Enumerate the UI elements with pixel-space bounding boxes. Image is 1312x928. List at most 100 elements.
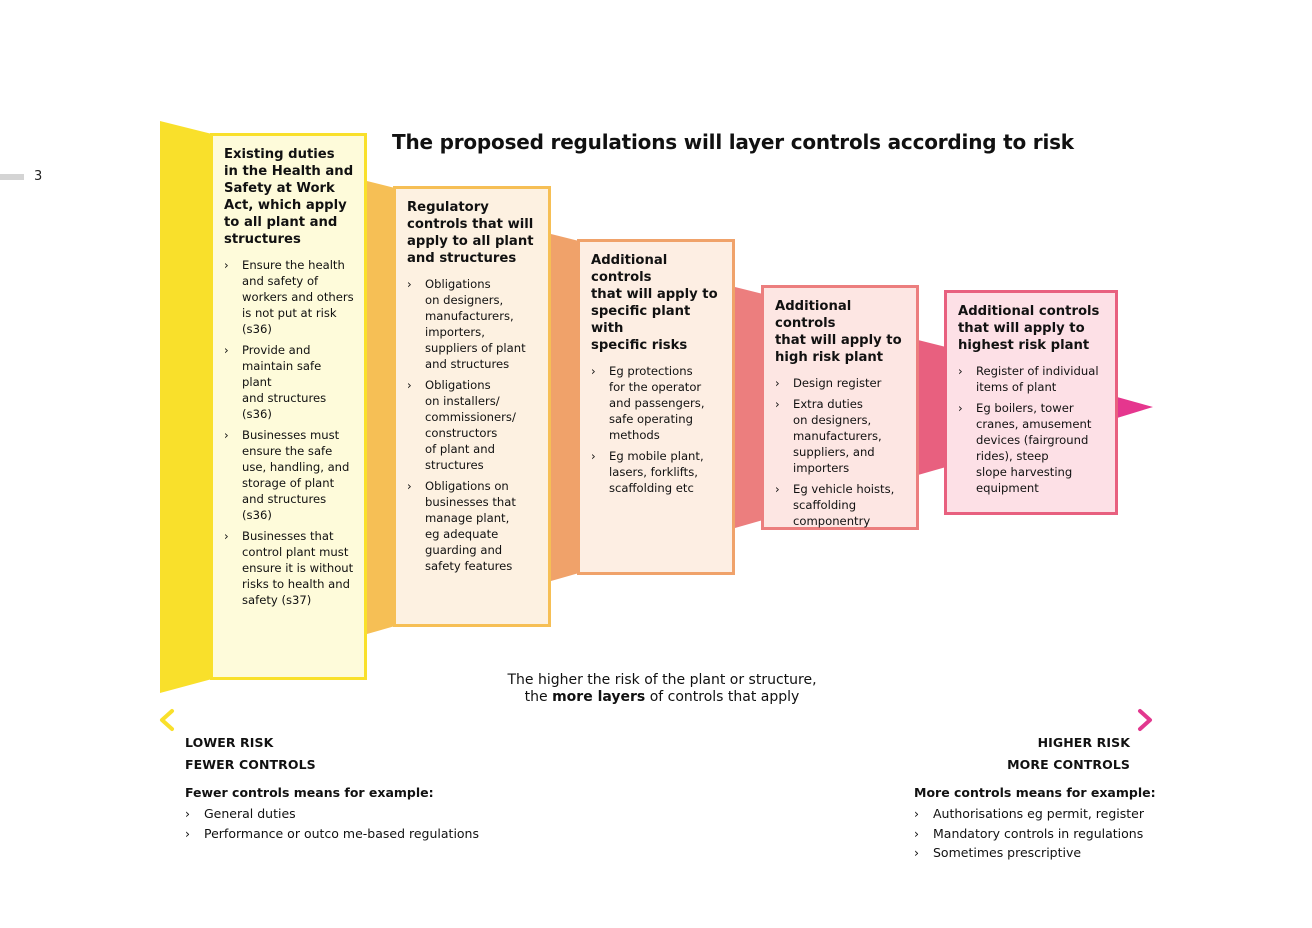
layer-connector-5 xyxy=(918,340,946,475)
chevron-right-icon: › xyxy=(185,825,190,841)
chevron-right-icon: › xyxy=(224,258,229,272)
panel-list: › Obligations on designers, manufacturers… xyxy=(407,276,538,574)
chevron-right-icon: › xyxy=(224,428,229,442)
list-item-text: Provide and maintain safe plant and stru… xyxy=(242,343,327,421)
chevron-right-icon: › xyxy=(185,806,190,821)
chevron-right-icon: › xyxy=(407,277,412,291)
caption-line-2-end: of controls that apply xyxy=(645,689,800,705)
list-item-text: Ensure the health and safety of workers … xyxy=(242,258,354,336)
caption-line-2-start: the xyxy=(524,689,553,705)
list-item-text: Sometimes prescriptive xyxy=(933,845,1082,860)
list-item: › Design register xyxy=(775,375,906,391)
examples-list: › Authorisations eg permit, register › Man… xyxy=(914,804,1156,863)
list-item-text: Eg vehicle hoists, scaffolding component… xyxy=(793,482,895,528)
list-item: › Ensure the health and safety of workers… xyxy=(224,257,354,337)
page-number: 3 xyxy=(34,169,43,184)
panel-heading: Regulatory controls that will apply to a… xyxy=(407,200,534,266)
list-item: › Obligations on installers/ commissioner… xyxy=(407,377,538,473)
layer-connector-4 xyxy=(735,287,763,528)
panel-list: › Design register › Extra duties on design… xyxy=(775,375,906,529)
list-item: › Eg protections for the operator and pas… xyxy=(591,363,722,443)
more-controls-label: MORE CONTROLS xyxy=(1007,757,1130,772)
list-item-text: Obligations on businesses that manage pl… xyxy=(425,479,516,573)
list-item: › Eg vehicle hoists, scaffolding componen… xyxy=(775,481,906,529)
panel-heading: Additional controls that will apply to h… xyxy=(958,304,1100,353)
caption-emphasis: more layers xyxy=(552,689,646,705)
chevron-right-icon: › xyxy=(224,343,229,357)
list-item: › Businesses must ensure the safe use, ha… xyxy=(224,427,354,523)
chevron-right-icon: › xyxy=(958,401,963,415)
page-marker xyxy=(0,174,24,180)
chevron-right-icon: › xyxy=(914,806,919,821)
list-item-text: General duties xyxy=(204,806,296,821)
list-item: › Businesses that control plant must ensu… xyxy=(224,528,354,608)
panel-list: › Ensure the health and safety of workers… xyxy=(224,257,354,608)
layer-connector-3 xyxy=(551,234,579,581)
caption-line-2: the more layers of controls that apply xyxy=(462,689,862,706)
layer-panel-regulatory-controls: Regulatory controls that will apply to a… xyxy=(393,186,551,627)
chevron-right-icon: › xyxy=(407,378,412,392)
chevron-right-icon: › xyxy=(958,364,963,378)
list-item-text: Eg boilers, tower cranes, amusement devi… xyxy=(976,401,1092,495)
page-title: The proposed regulations will layer cont… xyxy=(392,130,1074,154)
more-controls-examples: More controls means for example: › Author… xyxy=(914,785,1156,863)
list-item: › Eg boilers, tower cranes, amusement dev… xyxy=(958,400,1105,496)
list-item: › Provide and maintain safe plant and str… xyxy=(224,342,354,422)
list-item-text: Eg mobile plant, lasers, forklifts, scaf… xyxy=(609,449,704,495)
chevron-right-icon: › xyxy=(914,845,919,860)
chevron-right-icon: › xyxy=(775,376,780,390)
caption-line-1: The higher the risk of the plant or stru… xyxy=(507,672,817,688)
chevron-right-icon: › xyxy=(224,529,229,543)
fewer-controls-label: FEWER CONTROLS xyxy=(185,757,316,772)
list-item-text: Businesses that control plant must ensur… xyxy=(242,529,354,607)
layer-panel-high-risk-plant: Additional controls that will apply to h… xyxy=(761,285,919,530)
list-item-text: Mandatory controls in regulations xyxy=(933,825,1144,841)
panel-list: › Register of individual items of plant ›… xyxy=(958,363,1105,496)
list-item: › Eg mobile plant, lasers, forklifts, sca… xyxy=(591,448,722,496)
list-item: › Performance or outco me-based regulatio… xyxy=(185,824,479,844)
risk-caption: The higher the risk of the plant or stru… xyxy=(462,672,862,706)
panel-heading: Existing duties in the Health and Safety… xyxy=(224,147,354,247)
layer-connector-2 xyxy=(367,181,395,634)
panel-list: › Eg protections for the operator and pas… xyxy=(591,363,722,496)
chevron-right-icon: › xyxy=(775,397,780,411)
fewer-controls-examples: Fewer controls means for example: › Gener… xyxy=(185,785,479,843)
list-item: › General duties xyxy=(185,804,479,824)
list-item: › Obligations on designers, manufacturers… xyxy=(407,276,538,372)
list-item-text: Extra duties on designers, manufacturers… xyxy=(793,397,882,475)
panel-heading: Additional controls that will apply to h… xyxy=(775,299,902,365)
lower-risk-label: LOWER RISK xyxy=(185,735,274,750)
layer-panel-highest-risk-plant: Additional controls that will apply to h… xyxy=(944,290,1118,515)
chevron-right-icon: › xyxy=(775,482,780,496)
layer-connector-1 xyxy=(160,121,212,693)
list-item-text: Design register xyxy=(793,376,882,390)
examples-heading: Fewer controls means for example: xyxy=(185,785,434,800)
panel-heading: Additional controls that will apply to s… xyxy=(591,253,718,353)
layer-connector-6 xyxy=(1117,397,1153,418)
list-item: › Extra duties on designers, manufacturer… xyxy=(775,396,906,476)
list-item: › Authorisations eg permit, register xyxy=(914,804,1156,824)
chevron-right-icon: › xyxy=(591,364,596,378)
risk-scale-arrow-left-head xyxy=(160,709,174,731)
list-item-text: Businesses must ensure the safe use, han… xyxy=(242,428,350,522)
chevron-right-icon: › xyxy=(914,825,919,841)
examples-heading: More controls means for example: xyxy=(914,785,1156,800)
list-item: › Obligations on businesses that manage p… xyxy=(407,478,538,574)
layer-panel-existing-duties: Existing duties in the Health and Safety… xyxy=(210,133,367,680)
chevron-right-icon: › xyxy=(591,449,596,463)
list-item-text: Eg protections for the operator and pass… xyxy=(609,364,705,442)
list-item: › Register of individual items of plant xyxy=(958,363,1105,395)
risk-scale-arrow-right-head xyxy=(1138,709,1152,731)
list-item-text: Performance or outco me-based regulation… xyxy=(204,825,479,841)
examples-list: › General duties › Performance or outco me… xyxy=(185,804,479,843)
layer-panel-specific-risks: Additional controls that will apply to s… xyxy=(577,239,735,575)
list-item-text: Obligations on installers/ commissioners… xyxy=(425,378,516,472)
list-item-text: Obligations on designers, manufacturers,… xyxy=(425,277,526,371)
list-item: › Sometimes prescriptive xyxy=(914,843,1156,863)
list-item-text: Register of individual items of plant xyxy=(976,364,1099,394)
list-item-text: Authorisations eg permit, register xyxy=(933,806,1145,821)
chevron-right-icon: › xyxy=(407,479,412,493)
higher-risk-label: HIGHER RISK xyxy=(1037,735,1130,750)
